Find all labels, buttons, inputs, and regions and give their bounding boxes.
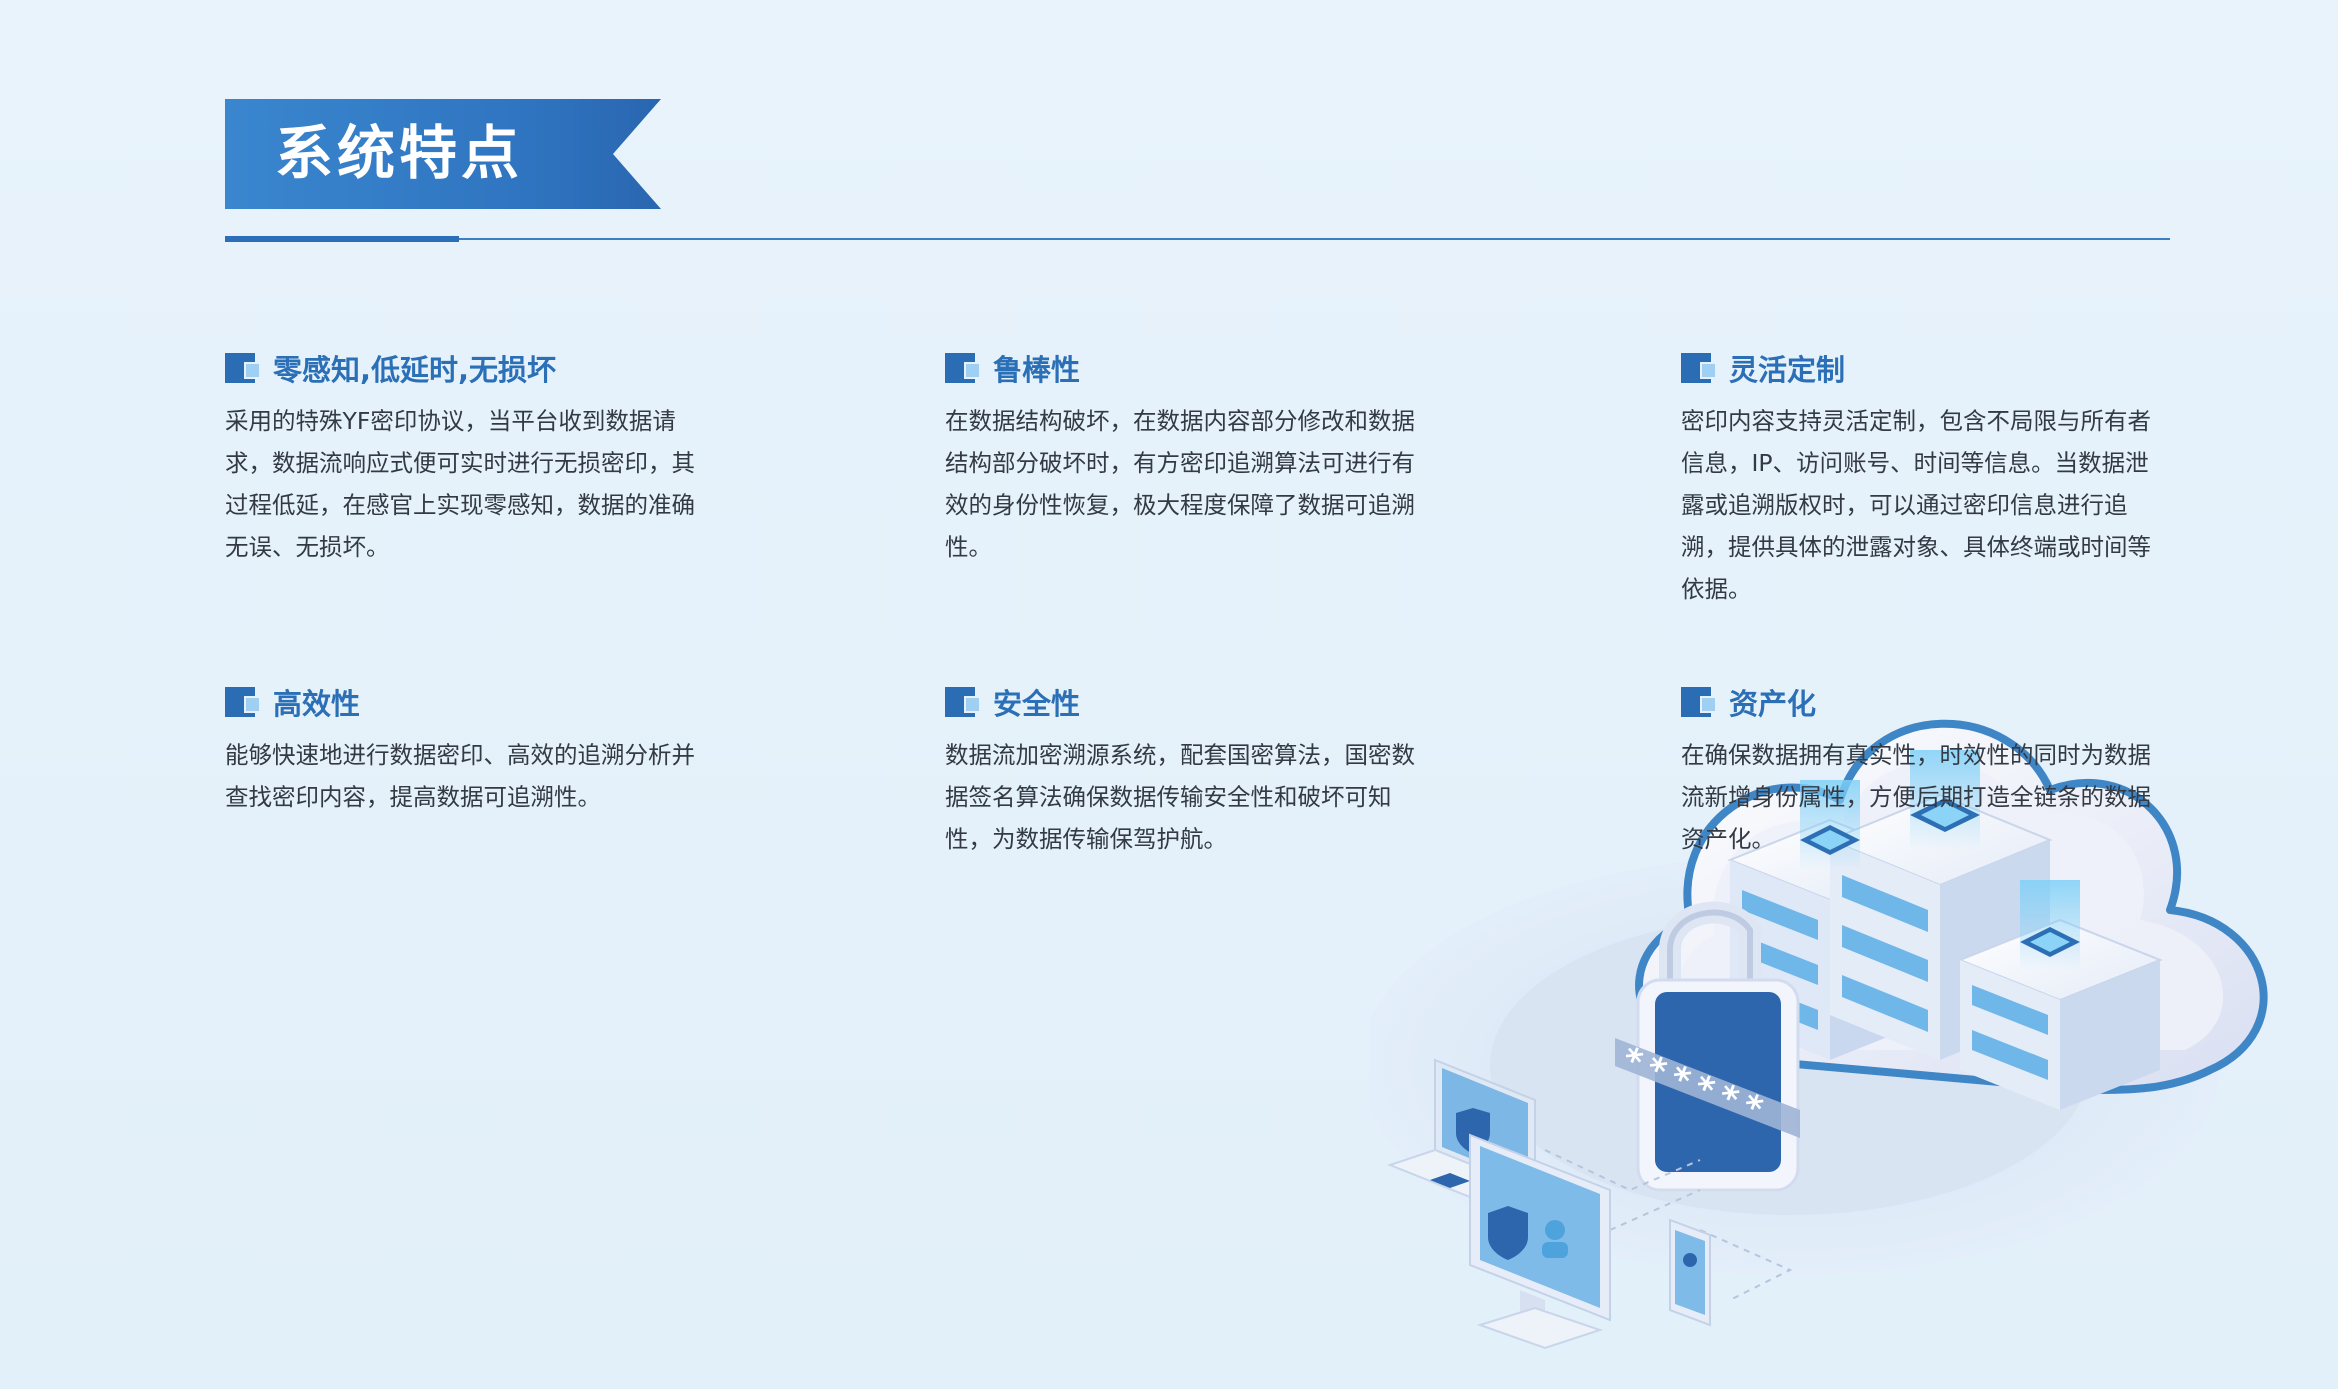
feature-description: 数据流加密溯源系统，配套国密算法，国密数据签名算法确保数据传输安全性和破坏可知性… (945, 741, 1415, 853)
connection-lines (1544, 1149, 1793, 1301)
server-rack-group (1727, 750, 2163, 1110)
feature-header: 灵活定制 (1681, 346, 2181, 390)
title-divider-accent (225, 236, 459, 242)
title-banner-shape (225, 99, 661, 209)
feature-title: 高效性 (273, 687, 361, 721)
feature-title: 资产化 (1729, 687, 1817, 721)
feature-bullet-icon (225, 687, 261, 717)
feature-bullet-icon (945, 687, 981, 717)
feature-header: 零感知,低延时,无损坏 (225, 346, 725, 390)
feature-header: 资产化 (1681, 680, 2181, 724)
feature-description: 能够快速地进行数据密印、高效的追溯分析并查找密印内容，提高数据可追溯性。 (225, 741, 695, 811)
feature-title: 安全性 (993, 687, 1081, 721)
feature-assetization: 资产化 在确保数据拥有真实性，时效性的同时为数据流新增身份属性，方便后期打造全链… (1681, 680, 2181, 860)
feature-flexible-customization: 灵活定制 密印内容支持灵活定制，包含不局限与所有者信息，IP、访问账号、时间等信… (1681, 346, 2181, 610)
feature-robustness: 鲁棒性 在数据结构破坏，在数据内容部分修改和数据结构部分破坏时，有方密印追溯算法… (945, 346, 1445, 568)
title-divider (225, 238, 2170, 240)
feature-title: 鲁棒性 (993, 353, 1081, 387)
feature-description: 在确保数据拥有真实性，时效性的同时为数据流新增身份属性，方便后期打造全链条的数据… (1681, 741, 2151, 853)
feature-title: 灵活定制 (1729, 353, 1846, 387)
page-title: 系统特点 (275, 119, 524, 187)
phone-icon (1669, 1218, 1711, 1327)
feature-description: 密印内容支持灵活定制，包含不局限与所有者信息，IP、访问账号、时间等信息。当数据… (1681, 407, 2151, 603)
feature-bullet-icon (1681, 687, 1717, 717)
feature-header: 安全性 (945, 680, 1445, 724)
feature-description: 在数据结构破坏，在数据内容部分修改和数据结构部分破坏时，有方密印追溯算法可进行有… (945, 407, 1415, 561)
padlock-icon: ****** (1615, 901, 1800, 1192)
monitor-icon (1469, 1133, 1611, 1350)
feature-header: 鲁棒性 (945, 346, 1445, 390)
feature-zero-perception: 零感知,低延时,无损坏 采用的特殊YF密印协议，当平台收到数据请求，数据流响应式… (225, 346, 725, 568)
feature-bullet-icon (1681, 353, 1717, 383)
feature-efficiency: 高效性 能够快速地进行数据密印、高效的追溯分析并查找密印内容，提高数据可追溯性。 (225, 680, 725, 818)
feature-header: 高效性 (225, 680, 725, 724)
feature-security: 安全性 数据流加密溯源系统，配套国密算法，国密数据签名算法确保数据传输安全性和破… (945, 680, 1445, 860)
page-title-banner: 系统特点 (225, 99, 661, 209)
feature-title: 零感知,低延时,无损坏 (273, 353, 557, 387)
feature-description: 采用的特殊YF密印协议，当平台收到数据请求，数据流响应式便可实时进行无损密印，其… (225, 407, 695, 561)
feature-bullet-icon (945, 353, 981, 383)
security-cloud-illustration: ****** (1370, 719, 2268, 1350)
chip-icons (1800, 750, 2080, 970)
feature-bullet-icon (225, 353, 261, 383)
